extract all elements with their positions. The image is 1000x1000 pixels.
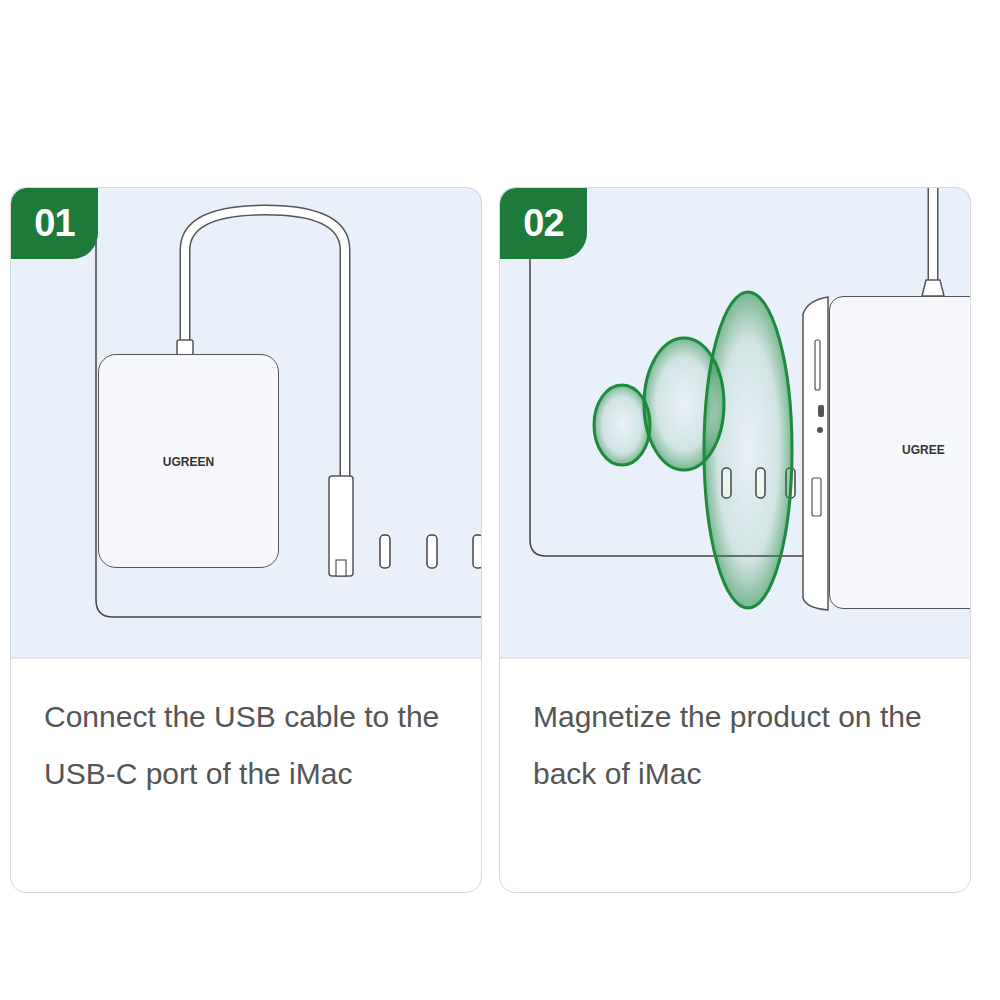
brand-label: UGREEN [99, 455, 278, 469]
step-panel: Connect the USB cable to the USB-C port … [10, 187, 482, 893]
divider [10, 657, 482, 659]
step-number: 02 [523, 202, 563, 245]
step-number: 01 [34, 202, 74, 245]
brand-label: UGREE [902, 443, 945, 457]
step-caption: Magnetize the product on the back of iMa… [533, 688, 933, 802]
magnet-waves [594, 292, 792, 608]
divider [499, 657, 971, 659]
usb-hub: UGREE [829, 296, 971, 609]
imac-outline [96, 187, 482, 617]
usb-hub: UGREEN [98, 354, 279, 568]
step-caption: Connect the USB cable to the USB-C port … [44, 688, 444, 802]
step-panel: Magnetize the product on the back of iMa… [499, 187, 971, 893]
panel-ground [10, 187, 482, 658]
step-number-tab: 01 [11, 188, 98, 259]
step-number-tab: 02 [500, 188, 587, 259]
hub-side [803, 297, 828, 610]
